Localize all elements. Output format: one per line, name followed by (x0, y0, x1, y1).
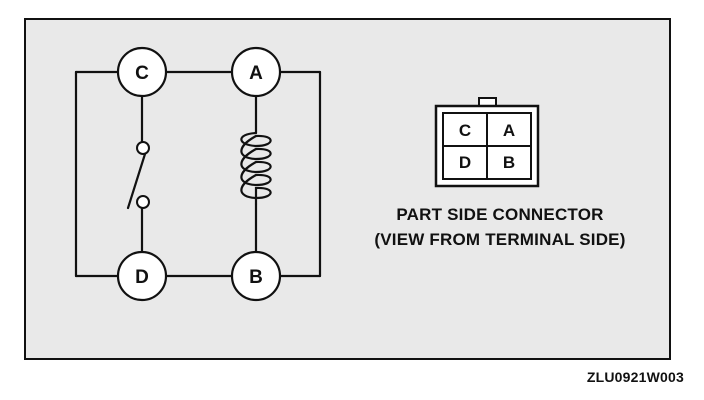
terminal-d: D (116, 250, 168, 302)
switch-blade (126, 152, 147, 210)
switch-contacts (136, 141, 150, 209)
terminal-a: A (230, 46, 282, 98)
switch-lower-contact (136, 195, 150, 209)
connector-caption-line-2: (VIEW FROM TERMINAL SIDE) (374, 230, 626, 249)
coil-icon (240, 131, 272, 206)
relay-wiring (74, 70, 322, 278)
terminal-b: B (230, 250, 282, 302)
terminal-b-circle (230, 250, 282, 302)
connector-cell-d: D (459, 153, 471, 172)
terminal-a-label: A (249, 63, 263, 84)
terminal-d-circle (116, 250, 168, 302)
terminal-c-label: C (135, 63, 149, 84)
switch-upper-contact (136, 141, 150, 155)
terminal-d-label: D (135, 267, 149, 288)
connector-cell-b: B (503, 153, 515, 172)
terminal-a-circle (230, 46, 282, 98)
connector-caption-line-1: PART SIDE CONNECTOR (396, 205, 604, 224)
connector-cell-a: A (503, 121, 515, 140)
connector-cell-c: C (459, 121, 471, 140)
figure-code: ZLU0921W003 (586, 369, 684, 385)
connector-face: C A D B (434, 97, 540, 188)
terminal-b-label: B (249, 267, 263, 288)
terminal-c: C (116, 46, 168, 98)
terminal-c-circle (116, 46, 168, 98)
